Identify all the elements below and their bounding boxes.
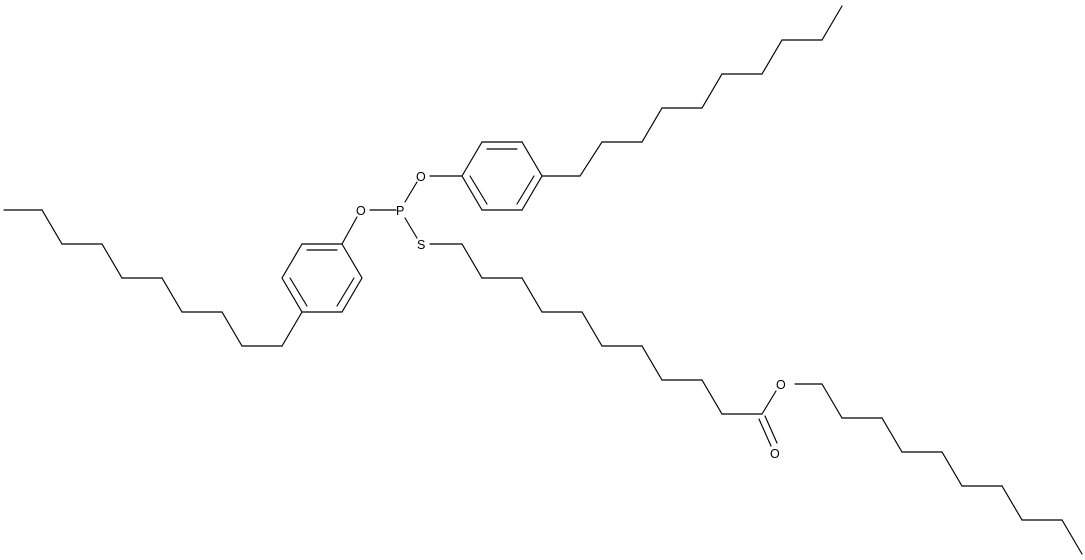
ester-group [758,383,823,447]
bond-carbonyl-double-b [758,418,772,447]
top-phenyl-hexagon [461,141,543,211]
ester-decyl-bonds [821,383,1083,555]
bond-left-o-to-ring [341,216,358,245]
atom-s: S [417,238,425,252]
thio-chain-bonds [429,243,763,415]
left-phenyl-hexagon [281,243,363,313]
thio-undecanoate-chain [429,243,763,415]
bond-top-o-to-p [404,181,418,203]
left-phenyl-double-1 [336,277,355,307]
top-phenyl-double-2 [516,175,535,205]
atom-p: P [396,204,404,218]
left-phenyl-double-2 [289,277,308,307]
atom-o-carbonyl: O [770,447,780,461]
bond-p-to-s [404,217,418,239]
top-phenyl-double-3 [469,175,488,205]
ester-decyl-chain [821,383,1083,555]
bond-carbonyl-c-to-ester-o [761,390,777,415]
upper-decyl-bonds [541,5,843,177]
bond-carbonyl-double-a [764,415,778,444]
left-phenyl-ring [281,243,363,313]
atom-o-phenoxy-top: O [416,170,426,184]
upper-decyl-chain [541,5,843,177]
atom-o-ester: O [776,378,786,392]
left-decyl-bonds [3,209,303,347]
atom-o-phenoxy-left: O [356,204,366,218]
left-decyl-chain [3,209,303,347]
top-phenyl-ring [461,141,543,211]
